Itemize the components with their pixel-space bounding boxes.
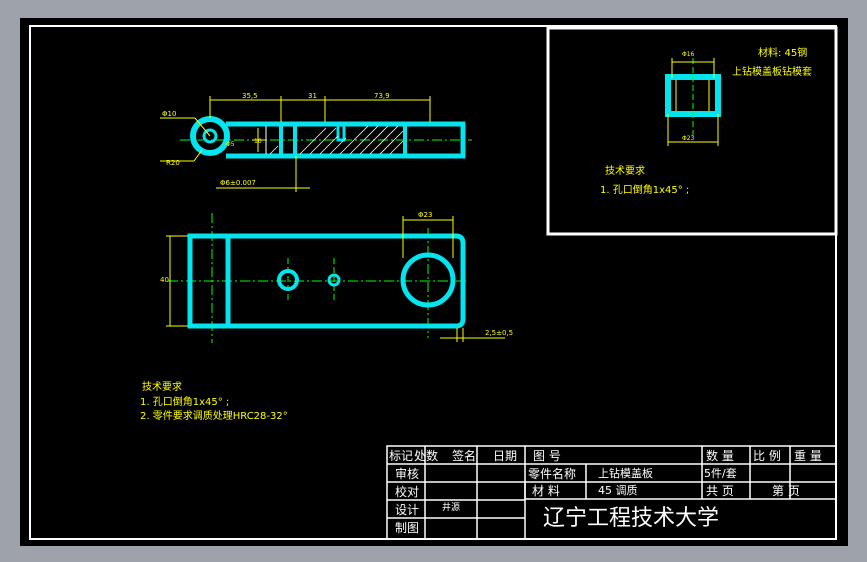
dim-hole-small: Φ10: [162, 110, 176, 118]
dim-35: 35,5: [242, 92, 258, 100]
dim-thickness: 2,5±0,5: [485, 329, 513, 337]
detail-req-1: 1. 孔口倒角1x45° ;: [600, 184, 689, 196]
tb-h-date: 日期: [493, 449, 517, 463]
tb-draw-label: 制图: [395, 521, 419, 535]
tb-check-label: 校对: [395, 484, 419, 499]
tb-h-count: 处数: [414, 448, 438, 463]
technical-notes: 技术要求 1. 孔口倒角1x45° ; 2. 零件要求调质处理HRC28-32°: [140, 380, 288, 422]
notes-line-2: 2. 零件要求调质处理HRC28-32°: [140, 410, 288, 422]
tb-weight-label: 重 量: [794, 449, 822, 463]
title-block: [386, 445, 837, 540]
tb-h-mark: 标记: [389, 449, 413, 463]
dim-d2: 10: [254, 138, 262, 145]
dim-radius: R20: [166, 159, 180, 167]
tb-qty-value: 5件/套: [704, 467, 737, 480]
tb-designer: 井源: [442, 501, 460, 513]
detail-view: Φ16 Φ23 材料: 45钢 上钻模盖板钻模套 技术要求 1. 孔口倒角1x4…: [546, 26, 838, 236]
tb-material-value: 45 调质: [598, 484, 638, 497]
tb-material-label: 材 料: [532, 484, 560, 498]
tb-page-label: 第 页: [772, 484, 800, 498]
dim-73: 73,9: [374, 92, 390, 100]
detail-material-line: 材料: 45钢: [758, 46, 807, 59]
tb-review-label: 审核: [395, 466, 419, 481]
dim-big-hole: Φ23: [418, 211, 432, 219]
tb-qty-label: 数 量: [706, 448, 734, 463]
section-view: Φ10 R20 Φ6±0.007 35,5 31 73,9 Φ5 10: [160, 92, 472, 192]
detail-name-line: 上钻模盖板钻模套: [732, 65, 812, 78]
dim-height: 40: [160, 276, 169, 284]
title-block-text: 标记 处数 签名 日期 图 号 数 量 比 例 重 量 审核 零件名称 上钻模盖…: [389, 448, 822, 535]
tb-h-sign: 签名: [452, 448, 476, 463]
plan-view: Φ23 40 2,5±0,5: [160, 211, 513, 343]
tb-drawing-no-label: 图 号: [533, 449, 561, 463]
notes-title: 技术要求: [142, 380, 182, 393]
notes-line-1: 1. 孔口倒角1x45° ;: [140, 396, 229, 408]
tb-total-label: 共 页: [706, 484, 734, 498]
drawing-sheet: Φ16 Φ23 材料: 45钢 上钻模盖板钻模套 技术要求 1. 孔口倒角1x4…: [20, 18, 848, 546]
tb-school: 辽宁工程技术大学: [543, 506, 719, 531]
detail-req-title: 技术要求: [605, 164, 645, 177]
cad-drawing: Φ16 Φ23 材料: 45钢 上钻模盖板钻模套 技术要求 1. 孔口倒角1x4…: [29, 25, 838, 540]
dim-hole-tolerance: Φ6±0.007: [220, 179, 256, 187]
dim-31: 31: [308, 92, 317, 100]
tb-part-name-label: 零件名称: [528, 466, 576, 481]
detail-dim-bottom: Φ23: [682, 135, 695, 142]
tb-design-label: 设计: [395, 503, 419, 517]
detail-dim-top: Φ16: [682, 51, 695, 58]
tb-scale-label: 比 例: [753, 449, 781, 463]
tb-part-name: 上钻模盖板: [598, 466, 653, 480]
dim-d1: Φ5: [226, 141, 235, 148]
